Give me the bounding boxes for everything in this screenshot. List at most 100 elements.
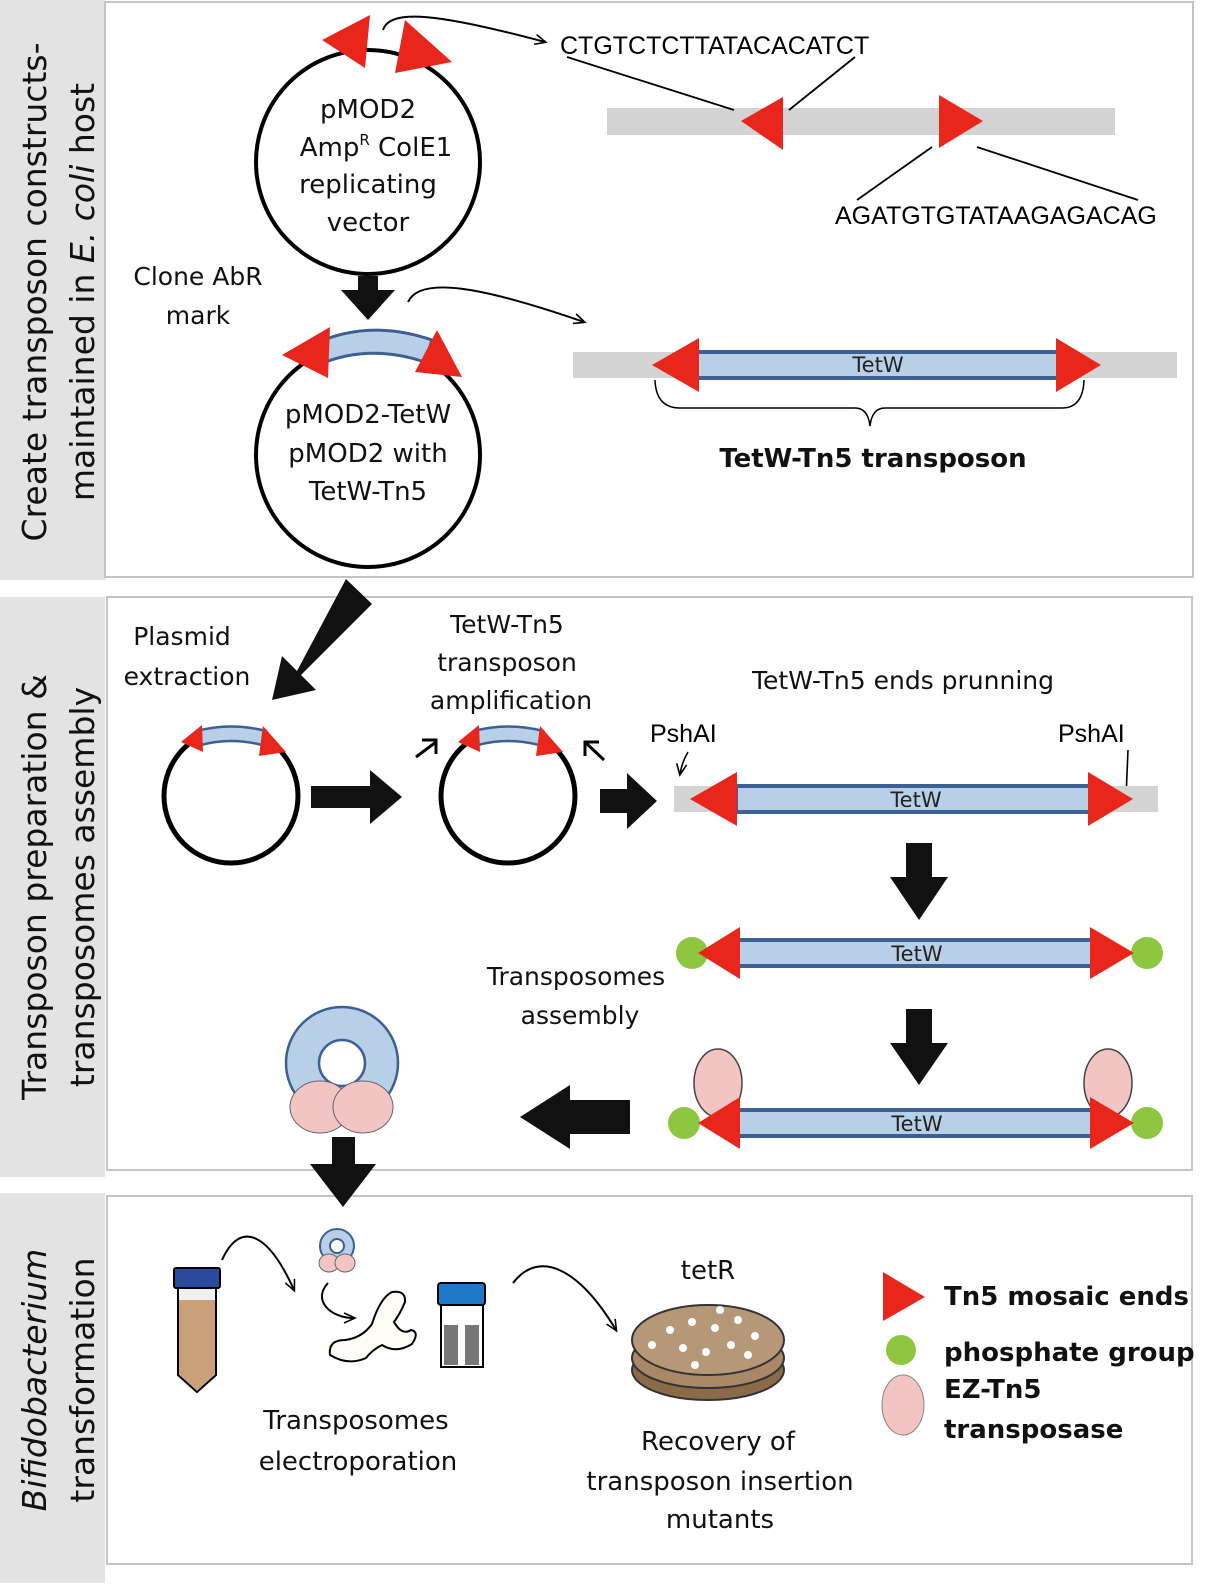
mosaic-end-icon <box>458 725 480 752</box>
plasmid1-label-line2: AmpR ColE1 <box>300 131 453 163</box>
sequence-top: CTGTCTCTTATACACATCT <box>560 32 869 60</box>
small-transposome-hole <box>329 1238 345 1254</box>
phosphate-group-icon <box>1131 1107 1163 1139</box>
right-arrow-icon <box>600 773 657 829</box>
mosaic-end-icon <box>690 772 737 826</box>
mosaic-end-icon <box>1090 1097 1134 1149</box>
phosphate-group-icon <box>676 937 708 969</box>
clone-label-line1: Clone AbR <box>133 262 262 291</box>
down-arrow-icon <box>310 1137 376 1207</box>
down-arrow-icon <box>890 1009 948 1085</box>
mosaic-end-icon <box>698 1097 740 1149</box>
colony-icon <box>751 1332 759 1340</box>
cut-site-pointer-icon <box>675 751 689 777</box>
mosaic-end-icon <box>939 95 983 148</box>
phosphate-group-icon <box>668 1107 700 1139</box>
culture-liquid-icon <box>179 1300 215 1391</box>
legend-phosphate-label: phosphate group <box>944 1338 1195 1368</box>
extraction-label-line2: extraction <box>124 662 251 691</box>
electrode-icon <box>465 1325 479 1365</box>
amplification-label-line3: amplification <box>430 686 592 715</box>
mosaic-end-icon <box>652 338 699 392</box>
pmod2-plasmid-circle <box>254 48 482 276</box>
marker-arc <box>472 725 545 747</box>
bacterial-colonies-icon <box>648 1306 759 1369</box>
transposon-brace <box>654 379 1085 427</box>
panel-2-side-label-line1: Transposon preparation & <box>15 674 54 1101</box>
callout-line <box>856 146 933 201</box>
legend-mosaic-end-icon <box>883 1272 925 1321</box>
mosaic-end-icon <box>741 97 783 150</box>
amplification-label-line1: TetW-Tn5 <box>449 610 564 639</box>
callout-line <box>566 56 735 111</box>
plasmid1-sup-text: R <box>359 131 369 149</box>
panel-2: Transposon preparation & transposomes as… <box>0 579 1193 1177</box>
down-arrow-icon <box>341 276 395 320</box>
curved-arrow-icon <box>321 1282 357 1324</box>
panel-1-side-label-line1: Create transposon constructs- <box>15 43 54 542</box>
mosaic-end-icon <box>1088 772 1133 826</box>
side-label-italic: E. coli <box>63 165 102 264</box>
side-label-text: host <box>63 83 102 165</box>
right-arrow-icon <box>311 770 402 824</box>
mosaic-end-icon <box>259 726 286 756</box>
colony-icon <box>688 1318 696 1326</box>
tetw-gene-label: TetW <box>890 1112 942 1136</box>
mosaic-end-icon <box>1056 338 1101 392</box>
colony-icon <box>711 1324 719 1332</box>
assembly-label-line1: Transposomes <box>486 962 665 991</box>
tetw-gene-label: TetW <box>889 788 941 812</box>
legend-mosaic-ends-label: Tn5 mosaic ends <box>944 1282 1189 1312</box>
transposon-label: TetW-Tn5 transposon <box>719 444 1026 474</box>
mosaic-end-icon <box>536 726 563 756</box>
legend-transposase-label-line1: EZ-Tn5 <box>944 1375 1041 1405</box>
side-label-text: maintained in <box>63 263 102 501</box>
petri-dish-agar-icon <box>631 1304 785 1376</box>
bacterium-icon <box>328 1290 417 1363</box>
panel-3-side-label-line2: transformation <box>63 1257 102 1502</box>
plate-label: tetR <box>681 1256 735 1286</box>
plasmid1-amp-text: Amp <box>300 133 360 163</box>
colony-icon <box>648 1341 656 1349</box>
electroporation-label-line1: Transposomes <box>262 1406 448 1436</box>
mosaic-end-icon <box>181 725 203 752</box>
recovery-label-line1: Recovery of <box>641 1427 796 1457</box>
plasmid1-label-line1: pMOD2 <box>320 95 416 125</box>
curved-arrow-icon <box>221 1235 296 1293</box>
mosaic-end-icon <box>698 927 740 979</box>
panel-1-side-label-line2: maintained in E. coli host <box>63 83 102 501</box>
recovery-label-line2: transposon insertion <box>586 1467 853 1497</box>
electrode-icon <box>444 1325 458 1365</box>
extraction-label-line1: Plasmid <box>133 622 231 651</box>
colony-icon <box>727 1341 735 1349</box>
phosphate-group-icon <box>1131 937 1163 969</box>
colony-icon <box>734 1316 742 1324</box>
plasmid2-label-line1: pMOD2-TetW <box>285 400 451 430</box>
colony-icon <box>666 1326 674 1334</box>
panel-1: Create transposon constructs- maintained… <box>0 0 1194 580</box>
assembly-label-line2: assembly <box>521 1001 640 1030</box>
transposase-icon <box>334 1253 356 1273</box>
colony-icon <box>716 1306 724 1314</box>
clone-label-line2: mark <box>166 301 231 330</box>
curved-arrow-icon <box>512 1265 618 1333</box>
panel-2-side-band <box>0 597 105 1177</box>
tube-cap-icon <box>173 1267 221 1289</box>
panel-2-side-label-line2: transposomes assembly <box>63 687 102 1087</box>
panel-1-side-band <box>0 0 105 580</box>
plasmid2-label-line2: pMOD2 with <box>288 439 447 469</box>
legend-transposase-label-line2: transposase <box>944 1415 1123 1445</box>
plasmid1-label-line3: replicating <box>299 170 437 200</box>
panel-3-side-label-line1: Bifidobacterium <box>15 1249 54 1512</box>
marker-arc <box>195 725 268 747</box>
legend-transposase-icon <box>881 1374 925 1436</box>
primer-arrow-icon <box>415 740 437 759</box>
tetw-gene-bar <box>734 1108 1094 1138</box>
pshai-left-label: PshAI <box>650 720 717 748</box>
mosaic-end-right-icon <box>395 20 452 73</box>
callout-line <box>788 56 856 111</box>
legend-phosphate-icon <box>886 1335 916 1365</box>
colony-icon <box>679 1344 687 1352</box>
